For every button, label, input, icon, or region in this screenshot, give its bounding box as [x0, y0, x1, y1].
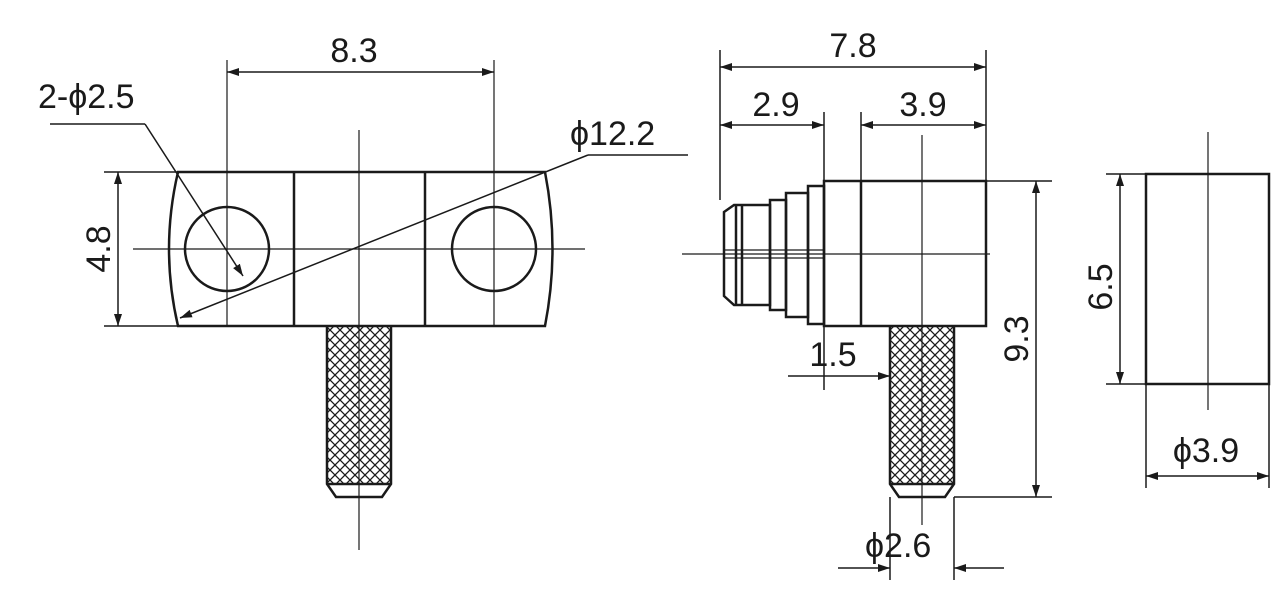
sleeve-view: 6.5 ϕ3.9: [1082, 132, 1271, 488]
dim-height-label: 4.8: [80, 225, 118, 272]
dim-side-right-label: 3.9: [899, 86, 946, 124]
dim-side-offset-label: 1.5: [809, 336, 856, 374]
side-plug-stage-3: [784, 191, 810, 319]
dim-sleeve-height-label: 6.5: [1082, 263, 1120, 310]
dim-hole-spacing-label: 8.3: [330, 32, 377, 70]
dim-diagonal-line: [179, 154, 589, 319]
side-plug-outer: [722, 203, 772, 307]
front-body-outline: [167, 170, 554, 328]
dim-holes-label: 2-ϕ2.5: [38, 78, 135, 116]
dim-side-left-label: 2.9: [752, 86, 799, 124]
dim-side-pin-label: ϕ2.6: [865, 527, 931, 565]
front-pin-knurl: [327, 326, 391, 484]
dim-sleeve-diameter-label: ϕ3.9: [1173, 432, 1239, 470]
side-view: 7.8 2.9 3.9 1.5 9.3 ϕ2.6: [682, 27, 1052, 580]
side-pin-knurl: [890, 326, 954, 484]
dim-diagonal-label: ϕ12.2: [570, 115, 655, 153]
side-plug-stage-4: [806, 184, 826, 326]
dim-side-height-label: 9.3: [998, 315, 1036, 362]
front-view: 8.3 2-ϕ2.5 ϕ12.2 4.8: [38, 32, 688, 550]
dim-holes-leader-diagonal: [144, 123, 244, 277]
dim-side-width-label: 7.8: [829, 27, 876, 65]
side-plug-stage-2: [768, 198, 788, 312]
front-pin-outline: [325, 326, 393, 499]
side-pin-outline: [888, 326, 956, 499]
